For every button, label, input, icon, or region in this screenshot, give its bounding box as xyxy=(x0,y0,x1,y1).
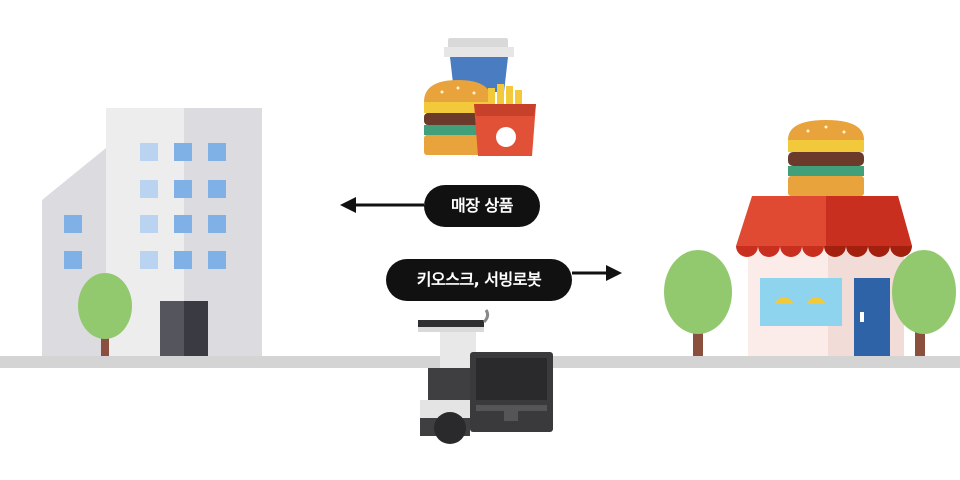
kiosk-robot-label: 키오스크, 서빙로봇 xyxy=(386,259,572,301)
tree-icon xyxy=(892,250,956,356)
kiosk-robot-icon xyxy=(418,309,553,444)
arrow-left xyxy=(340,197,424,213)
tree-icon xyxy=(664,250,732,356)
burger-fries-drink-icon xyxy=(424,38,536,156)
burger-shop-icon xyxy=(736,120,912,356)
store-products-label: 매장 상품 xyxy=(424,185,540,227)
tree-icon xyxy=(78,273,132,356)
arrow-right xyxy=(572,265,622,281)
office-building-icon xyxy=(42,108,262,356)
